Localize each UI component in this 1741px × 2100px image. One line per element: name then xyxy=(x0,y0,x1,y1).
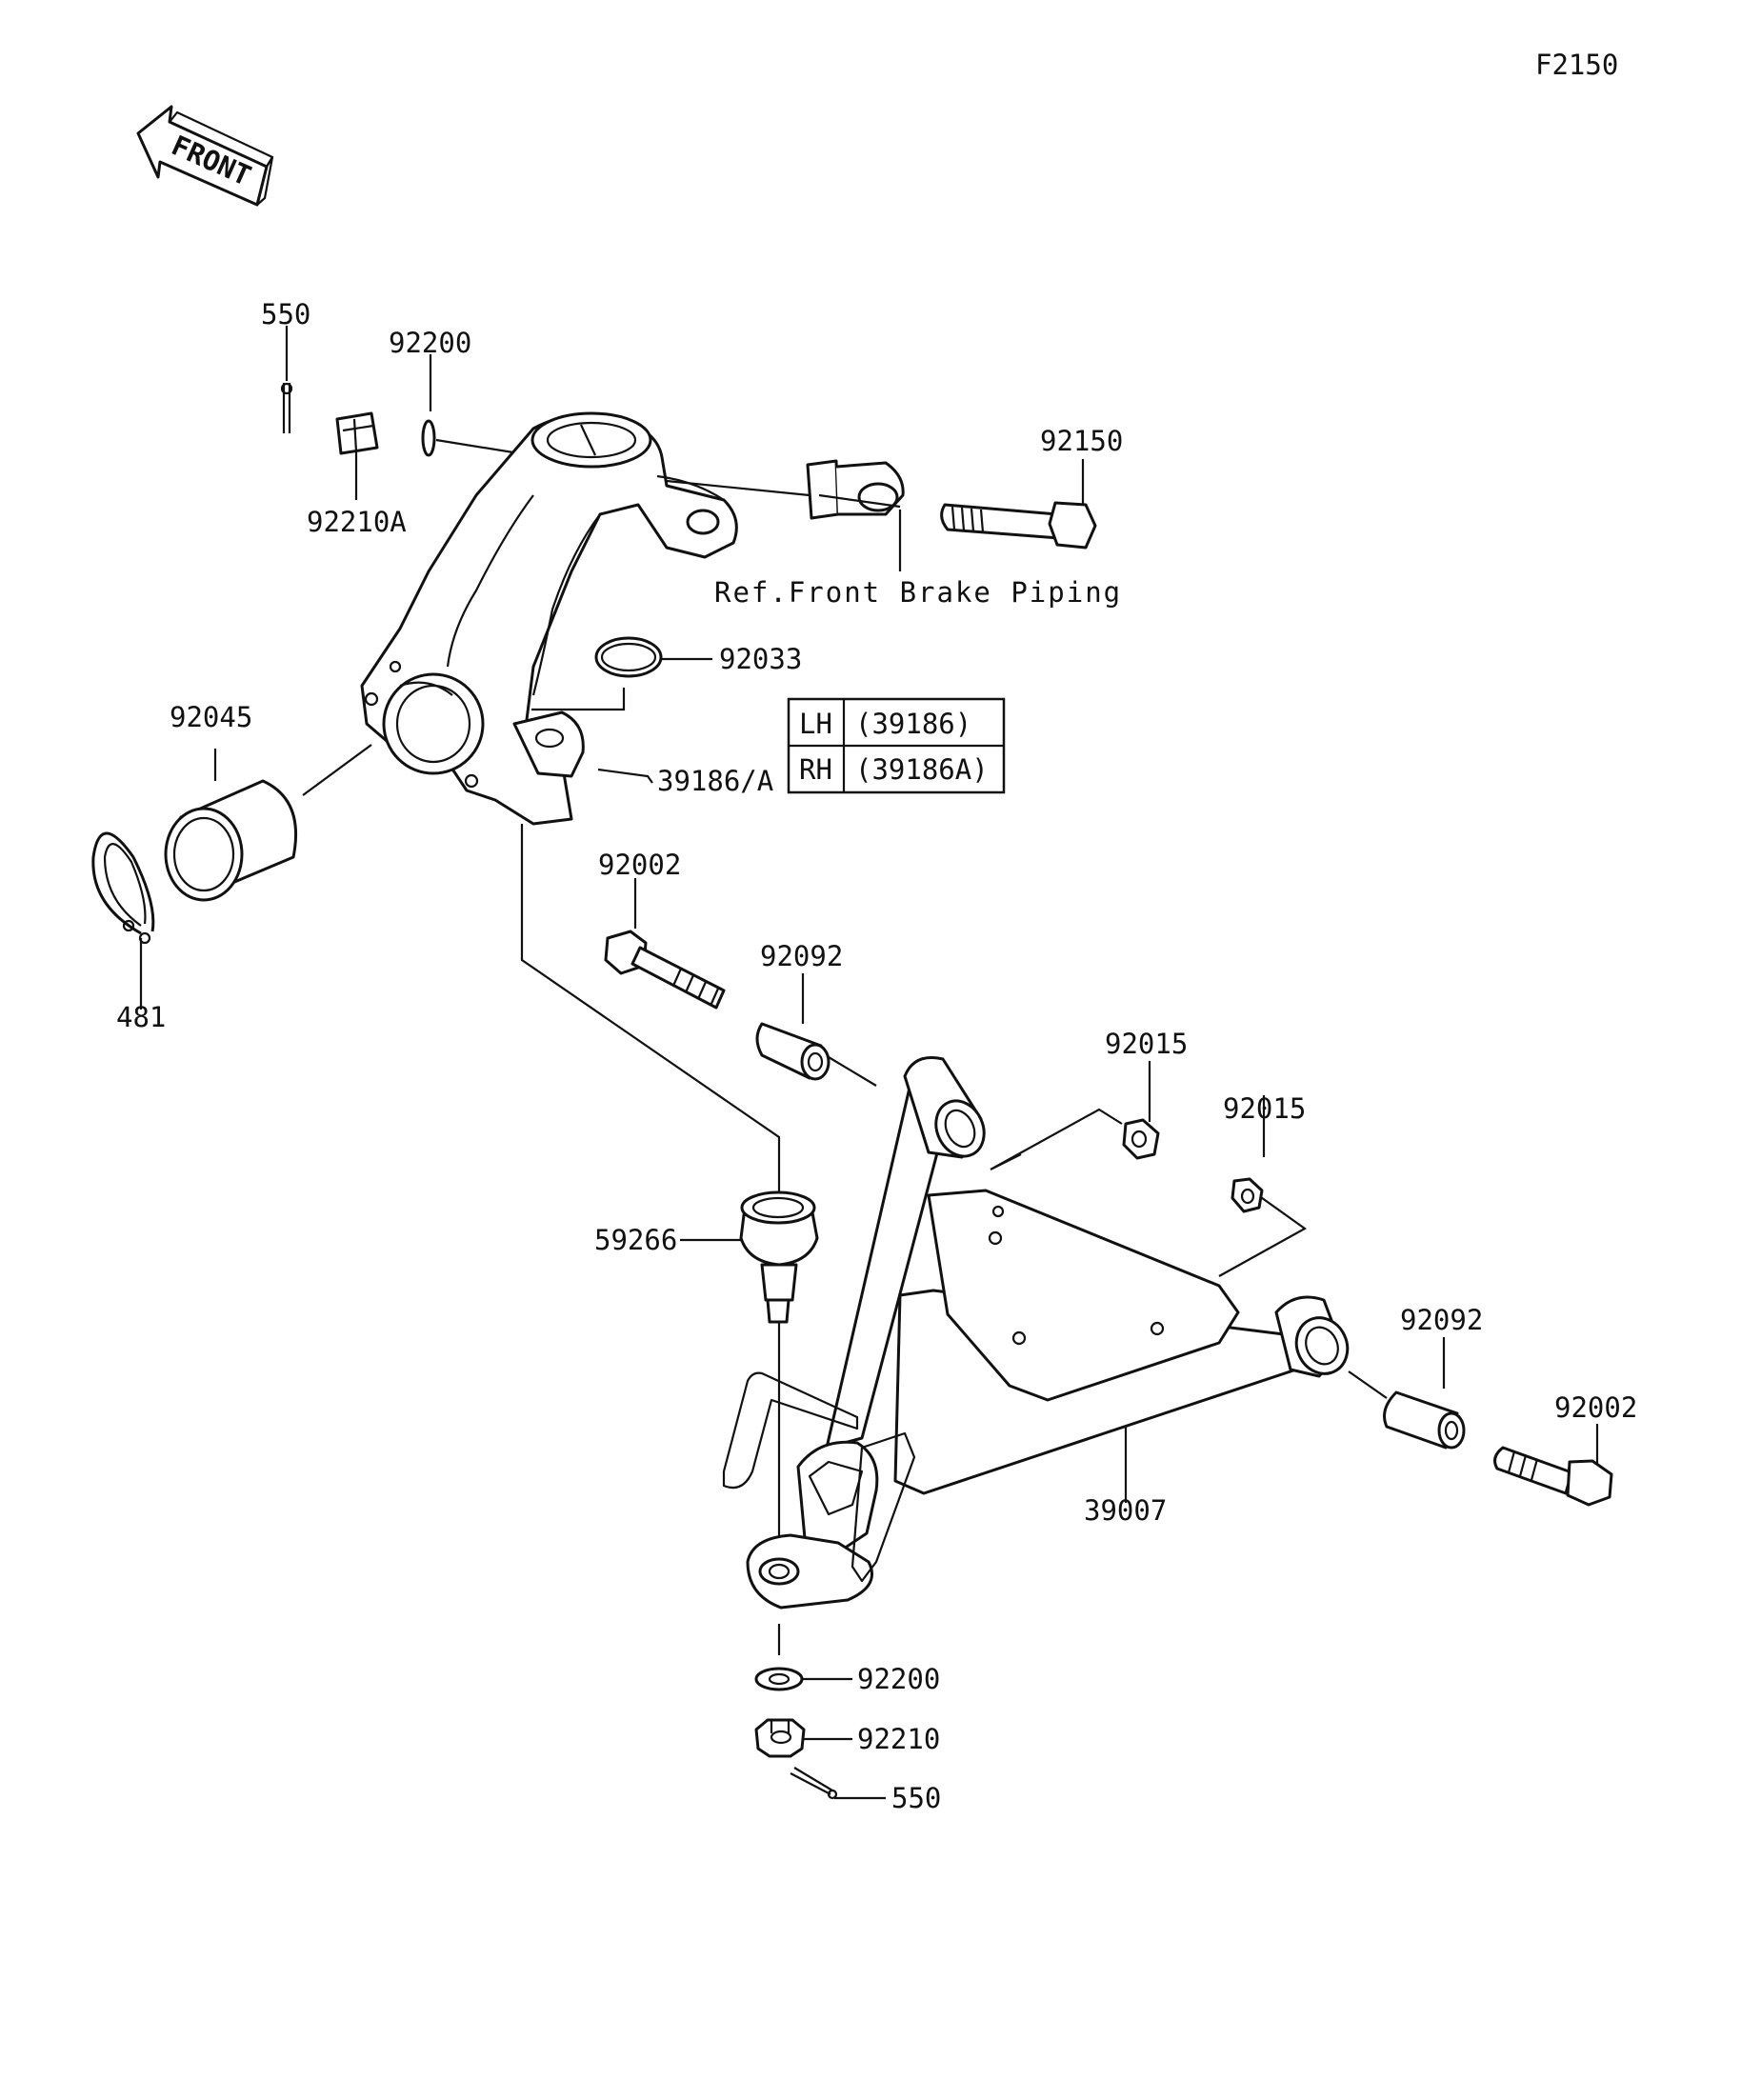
table-side-rh: RH xyxy=(799,753,832,786)
table-part-rh: (39186A) xyxy=(855,753,989,786)
callout-92002-left: 92002 xyxy=(598,849,681,881)
brake-hose-clamp xyxy=(806,459,905,520)
steering-knuckle xyxy=(360,411,738,826)
callout-92045: 92045 xyxy=(170,701,252,733)
cotter-pin-550-bottom xyxy=(790,1767,838,1800)
washer-92200-top xyxy=(421,419,436,457)
variant-table: LH (39186) RH (39186A) xyxy=(787,697,1006,794)
washer-92200-bottom xyxy=(754,1667,804,1691)
callout-92002-right: 92002 xyxy=(1554,1391,1637,1424)
front-arrow-icon: FRONT xyxy=(136,105,274,207)
nut-92015-b xyxy=(1231,1177,1264,1213)
table-side-lh: LH xyxy=(799,708,832,740)
bolt-92150 xyxy=(940,501,1097,550)
callout-92210: 92210 xyxy=(857,1723,940,1755)
bolt-92002-right xyxy=(1493,1446,1613,1507)
callout-92092-right: 92092 xyxy=(1400,1304,1483,1336)
castle-nut-92210 xyxy=(754,1718,806,1758)
ball-joint-59266 xyxy=(739,1190,819,1324)
callout-481: 481 xyxy=(116,1001,166,1033)
cotter-pin-550-top xyxy=(280,382,293,433)
lower-a-arm xyxy=(722,1056,1350,1610)
callout-550-bottom: 550 xyxy=(891,1782,941,1814)
reference-note: Ref.Front Brake Piping xyxy=(714,576,1122,609)
callout-92150: 92150 xyxy=(1040,425,1123,457)
callout-39186a: 39186/A xyxy=(657,765,773,797)
callout-550-top: 550 xyxy=(261,298,310,330)
table-part-lh: (39186) xyxy=(855,708,971,740)
callout-92015-b: 92015 xyxy=(1223,1092,1306,1125)
castle-nut-92210a xyxy=(335,411,379,455)
bolt-92002-left xyxy=(604,930,726,1010)
callout-39007: 39007 xyxy=(1084,1494,1167,1527)
bearing-92045 xyxy=(164,779,298,902)
circlip-92033 xyxy=(594,636,663,678)
bushing-92092-right xyxy=(1383,1390,1466,1450)
callout-92092-left: 92092 xyxy=(760,940,843,972)
snap-ring-481 xyxy=(91,831,155,945)
figure-code: F2150 xyxy=(1535,49,1618,81)
callout-92210a: 92210A xyxy=(307,506,407,538)
leader-lines xyxy=(139,326,1599,1800)
callout-92015-a: 92015 xyxy=(1105,1028,1188,1060)
callout-92200-bottom: 92200 xyxy=(857,1663,940,1695)
callout-92200-top: 92200 xyxy=(389,327,471,359)
callout-92033: 92033 xyxy=(719,643,802,675)
callout-labels: 550 92200 92210A 92150 92033 39186/A 920… xyxy=(116,298,1637,1814)
nut-92015-a xyxy=(1122,1118,1160,1160)
bushing-92092-left xyxy=(755,1022,830,1081)
callout-59266: 59266 xyxy=(594,1224,677,1256)
